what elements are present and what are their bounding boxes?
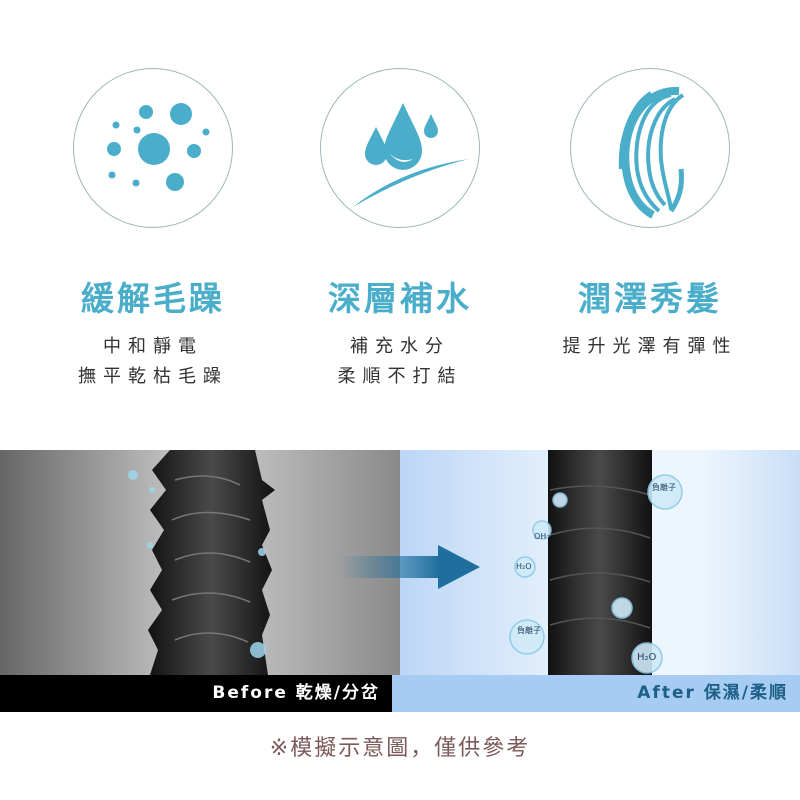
water-droplets <box>128 470 266 658</box>
feature-description: 補充水分 柔順不打結 <box>275 332 525 392</box>
bubble-label: 負離子 <box>517 626 541 635</box>
particles-icon <box>73 68 233 228</box>
bubble-label: H₂O <box>516 562 532 571</box>
before-hair-image <box>0 450 400 675</box>
feature-hydration: 深層補水 補充水分 柔順不打結 <box>275 68 525 392</box>
feature-description: 中和靜電 撫平乾枯毛躁 <box>28 332 278 392</box>
feature-line: 中和靜電 <box>103 336 203 357</box>
healthy-hair-strand <box>548 450 652 675</box>
feature-anti-frizz: 緩解毛躁 中和靜電 撫平乾枯毛躁 <box>28 68 278 392</box>
after-label: After 保濕/柔順 <box>392 675 800 712</box>
feature-line: 柔順不打結 <box>337 366 463 387</box>
feature-shine: 潤澤秀髮 提升光澤有彈性 <box>525 68 775 362</box>
feature-line: 補充水分 <box>350 336 450 357</box>
before-label: Before 乾燥/分岔 <box>0 675 392 712</box>
water-drops-icon <box>320 68 480 228</box>
after-hair-image <box>400 450 800 675</box>
disclaimer-note: ※模擬示意圖，僅供參考 <box>269 736 531 761</box>
bubble-label: OH⁻ <box>534 532 551 541</box>
feature-line: 撫平乾枯毛躁 <box>78 366 228 387</box>
feature-title: 緩解毛躁 <box>81 279 225 318</box>
feature-description: 提升光澤有彈性 <box>525 332 775 362</box>
long-hair-icon <box>570 68 730 228</box>
arrow-icon <box>340 545 480 589</box>
feature-title: 潤澤秀髮 <box>578 279 722 318</box>
feature-title: 深層補水 <box>328 279 472 318</box>
feature-line: 提升光澤有彈性 <box>562 336 738 357</box>
bubble-label: H₂O <box>637 652 657 663</box>
bubble-label: 負離子 <box>652 483 676 492</box>
damaged-hair-strand <box>148 450 275 675</box>
